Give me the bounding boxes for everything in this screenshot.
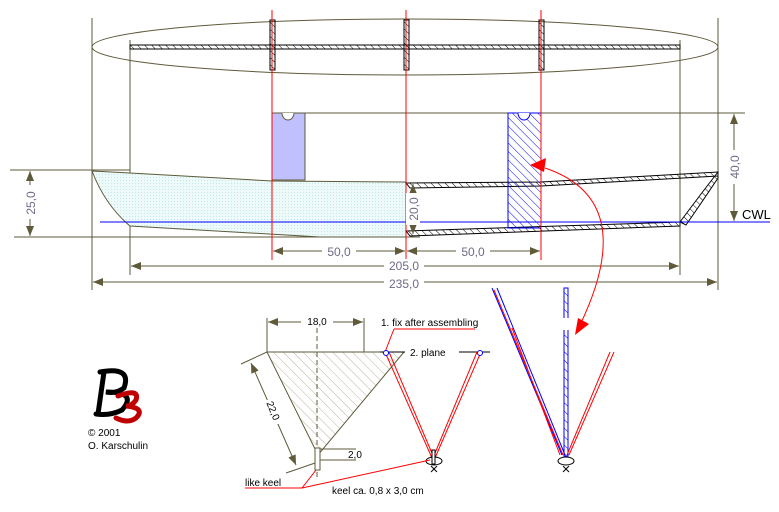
assembly-view: [380, 328, 490, 473]
hull-bow: [679, 170, 719, 226]
like-keel-label: like keel: [245, 478, 281, 489]
pivot-mark-icon: [430, 465, 438, 473]
keel-size-label: keel ca. 0,8 x 3,0 cm: [332, 486, 424, 497]
dim-18: 18,0: [307, 317, 327, 328]
mast-block: [271, 112, 306, 181]
copyright: © 2001: [88, 428, 121, 439]
pivot-mark-icon: [562, 465, 570, 473]
hull-bottom: [404, 221, 681, 237]
author: O. Karschulin: [88, 441, 148, 452]
rotation-arrow: [544, 167, 604, 326]
step1-label: 1. fix after assembling: [381, 318, 478, 329]
hull-deck: [404, 171, 719, 189]
hull-left: [91, 170, 407, 238]
fin-detail: 18,0 22,0 2,0: [240, 314, 406, 480]
step2-label: 2. plane: [410, 348, 446, 359]
waterline-label: CWL: [742, 207, 771, 222]
dim-20: 20,0: [407, 197, 421, 221]
final-view: [491, 287, 615, 473]
dim-40: 40,0: [728, 155, 742, 179]
pontoon-outline: [91, 18, 719, 76]
dim-25: 25,0: [24, 191, 38, 215]
mast-block-hatched: [507, 112, 542, 229]
dim-2: 2,0: [348, 450, 362, 461]
dim-50-left: 50,0: [327, 245, 351, 259]
dim-235: 235,0: [389, 277, 419, 291]
dim-205: 205,0: [389, 259, 419, 273]
leader-lines: [245, 459, 431, 489]
dim-50-right: 50,0: [461, 245, 485, 259]
b3-logo: [93, 368, 142, 424]
